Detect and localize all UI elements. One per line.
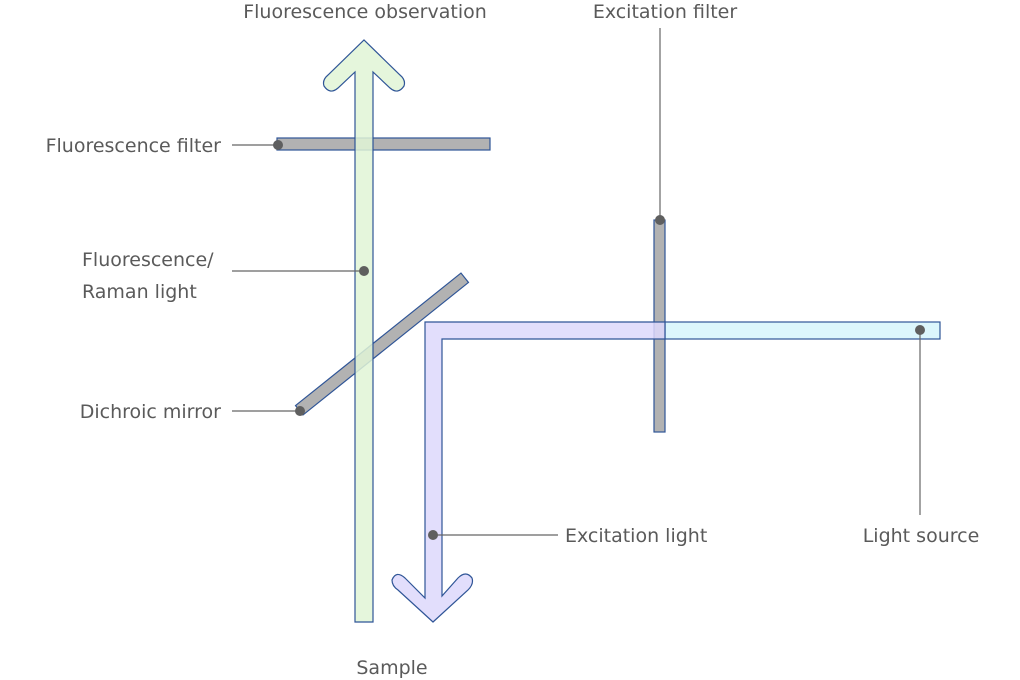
fluorescence-raman-marker [359,266,369,276]
label-dichroic-mirror: Dichroic mirror [80,401,221,423]
label-excitation-light: Excitation light [565,525,707,547]
fluorescence-beam [322,39,406,623]
label-excitation-filter: Excitation filter [593,1,738,23]
excitation-light-marker [428,530,438,540]
label-fluorescence-raman-2: Raman light [82,281,197,303]
label-fluorescence-observation: Fluorescence observation [243,1,487,23]
light-source-beam [664,321,941,340]
label-fluorescence-filter: Fluorescence filter [46,135,222,157]
label-fluorescence-raman-1: Fluorescence/ [82,249,214,271]
excitation-light-beam [391,321,666,623]
fluorescence-filter [276,137,491,151]
excitation-filter-marker [655,215,665,225]
fluorescence-filter-marker [273,140,283,150]
label-light-source: Light source [863,525,980,547]
label-sample: Sample [356,657,427,679]
light-source-marker [915,325,925,335]
dichroic-mirror-marker [295,406,305,416]
